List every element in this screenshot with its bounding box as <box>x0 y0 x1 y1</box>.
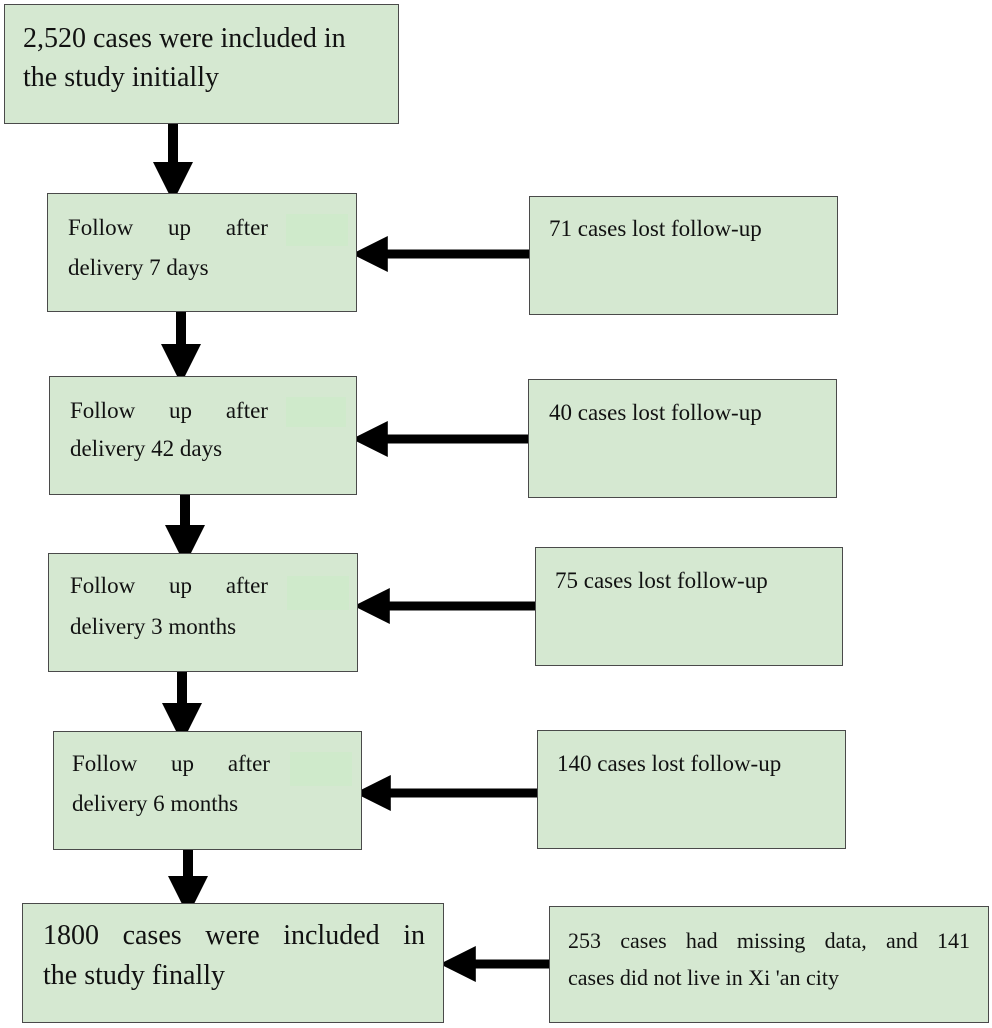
start-box-line2: the study initially <box>23 62 219 93</box>
loss-6months-text: 140 cases lost follow-up <box>557 751 782 776</box>
final-box-line2: the study finally <box>43 960 225 991</box>
loss-box-6months: 140 cases lost follow-up <box>537 730 846 849</box>
loss-box-42days: 40 cases lost follow-up <box>528 379 837 498</box>
loss-3months-text: 75 cases lost follow-up <box>555 568 768 593</box>
step-42days-line2: delivery 42 days <box>70 436 223 461</box>
step-6months-line2: delivery 6 months <box>72 791 239 816</box>
step-7days-line2: delivery 7 days <box>68 255 209 280</box>
exclusion-box-line2: cases did not live in Xi 'an city <box>568 965 839 990</box>
start-box-line1: 2,520 cases were included in <box>23 23 346 54</box>
step-3months-line2: delivery 3 months <box>70 614 237 639</box>
loss-7days-text: 71 cases lost follow-up <box>549 216 762 241</box>
start-box: 2,520 cases were included in the study i… <box>4 4 399 124</box>
loss-42days-text: 40 cases lost follow-up <box>549 400 762 425</box>
loss-box-7days: 71 cases lost follow-up <box>529 196 838 315</box>
loss-box-3months: 75 cases lost follow-up <box>535 547 843 666</box>
